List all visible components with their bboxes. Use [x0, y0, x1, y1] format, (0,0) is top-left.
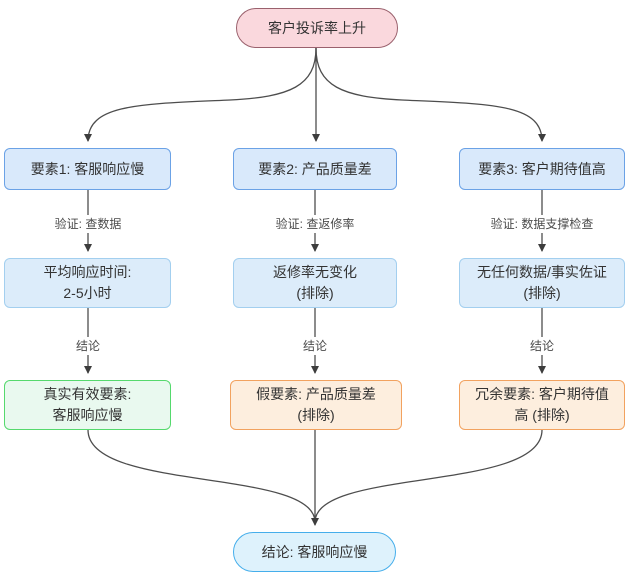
edge-label-conclude-2: 结论	[298, 337, 332, 355]
edge-label-verify-3: 验证: 数据支撑检查	[486, 215, 598, 233]
edge-label-verify-1: 验证: 查数据	[50, 215, 126, 233]
node-result-2-line1: 假要素: 产品质量差	[256, 386, 376, 402]
node-evidence-2-line1: 返修率无变化	[273, 264, 357, 280]
node-factor-3: 要素3: 客户期待值高	[459, 148, 625, 190]
node-conclusion-label: 结论: 客服响应慢	[261, 543, 368, 560]
edge-label-conclude-1: 结论	[71, 337, 105, 355]
edge-result3-to-conclusion	[314, 429, 543, 523]
node-result-3: 冗余要素: 客户期待值 高 (排除)	[459, 380, 625, 430]
edge-label-conclude-3: 结论	[525, 337, 559, 355]
node-factor-2: 要素2: 产品质量差	[233, 148, 397, 190]
node-evidence-1-line1: 平均响应时间:	[43, 264, 132, 280]
node-result-1: 真实有效要素: 客服响应慢	[4, 380, 171, 430]
node-result-2: 假要素: 产品质量差 (排除)	[230, 380, 402, 430]
node-factor-1-label: 要素1: 客服响应慢	[30, 160, 145, 177]
node-evidence-3-line1: 无任何数据/事实佐证	[477, 264, 607, 280]
node-factor-1: 要素1: 客服响应慢	[4, 148, 171, 190]
node-conclusion: 结论: 客服响应慢	[233, 532, 396, 572]
node-result-1-line1: 真实有效要素:	[43, 386, 132, 402]
node-result-1-line2: 客服响应慢	[52, 407, 123, 423]
node-factor-3-label: 要素3: 客户期待值高	[478, 160, 606, 177]
node-evidence-2: 返修率无变化 (排除)	[233, 258, 397, 308]
edge-result1-to-conclusion	[87, 429, 316, 523]
node-result-3-line1: 冗余要素: 客户期待值	[475, 386, 609, 402]
node-result-2-line2: (排除)	[297, 407, 335, 423]
node-evidence-1-line2: 2-5小时	[63, 285, 112, 301]
node-factor-2-label: 要素2: 产品质量差	[258, 160, 372, 177]
node-complaint-rise: 客户投诉率上升	[236, 8, 398, 48]
node-evidence-1: 平均响应时间: 2-5小时	[4, 258, 171, 308]
node-evidence-3: 无任何数据/事实佐证 (排除)	[459, 258, 625, 308]
edge-root-to-factor3	[315, 47, 546, 142]
node-evidence-3-line2: (排除)	[523, 285, 561, 301]
node-evidence-2-line2: (排除)	[296, 285, 334, 301]
node-complaint-rise-label: 客户投诉率上升	[268, 19, 366, 36]
node-result-3-line2: 高 (排除)	[514, 407, 570, 423]
edge-root-to-factor1	[84, 47, 317, 142]
edge-label-verify-2: 验证: 查返修率	[271, 215, 359, 233]
